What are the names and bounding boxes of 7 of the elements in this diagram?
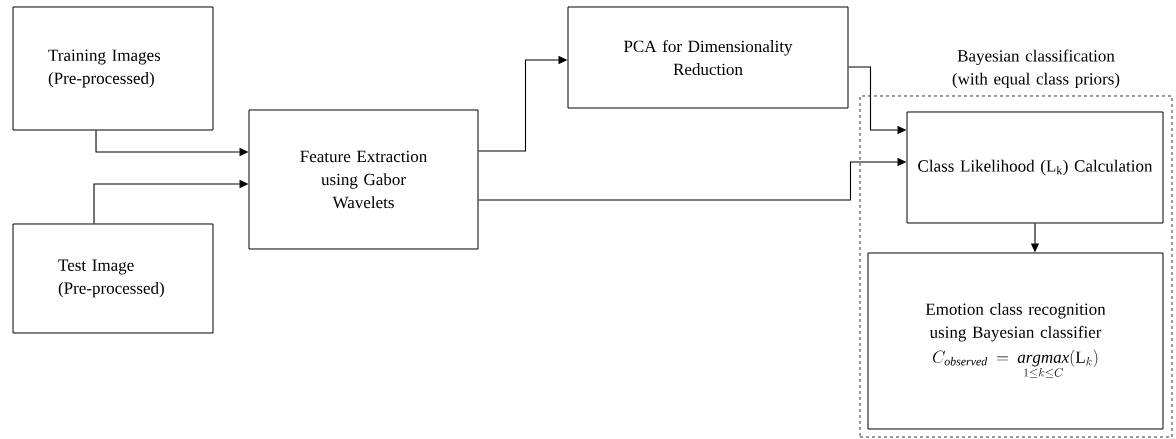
process-box: Emotion class recognition using Bayesian classifier $C_{\mathit{observed}} = \mathop{\mathit{argmax}}\limits_{1\le k\le C}(\mathrm{L}_{k})$ [867,252,1164,430]
process-box: Feature Extraction using Gabor Wavelets [248,109,479,250]
process-box: PCA for Dimensionality Reduction [567,6,849,109]
node-label: Bayesian classification (with equal class priors) [952,49,1120,89]
process-box: Class Likelihood (L$_{k}$) Calculation [906,111,1164,224]
process-box: Test Image (Pre-processed) [12,223,214,334]
process-box: Training Images (Pre-processed) [12,6,214,131]
